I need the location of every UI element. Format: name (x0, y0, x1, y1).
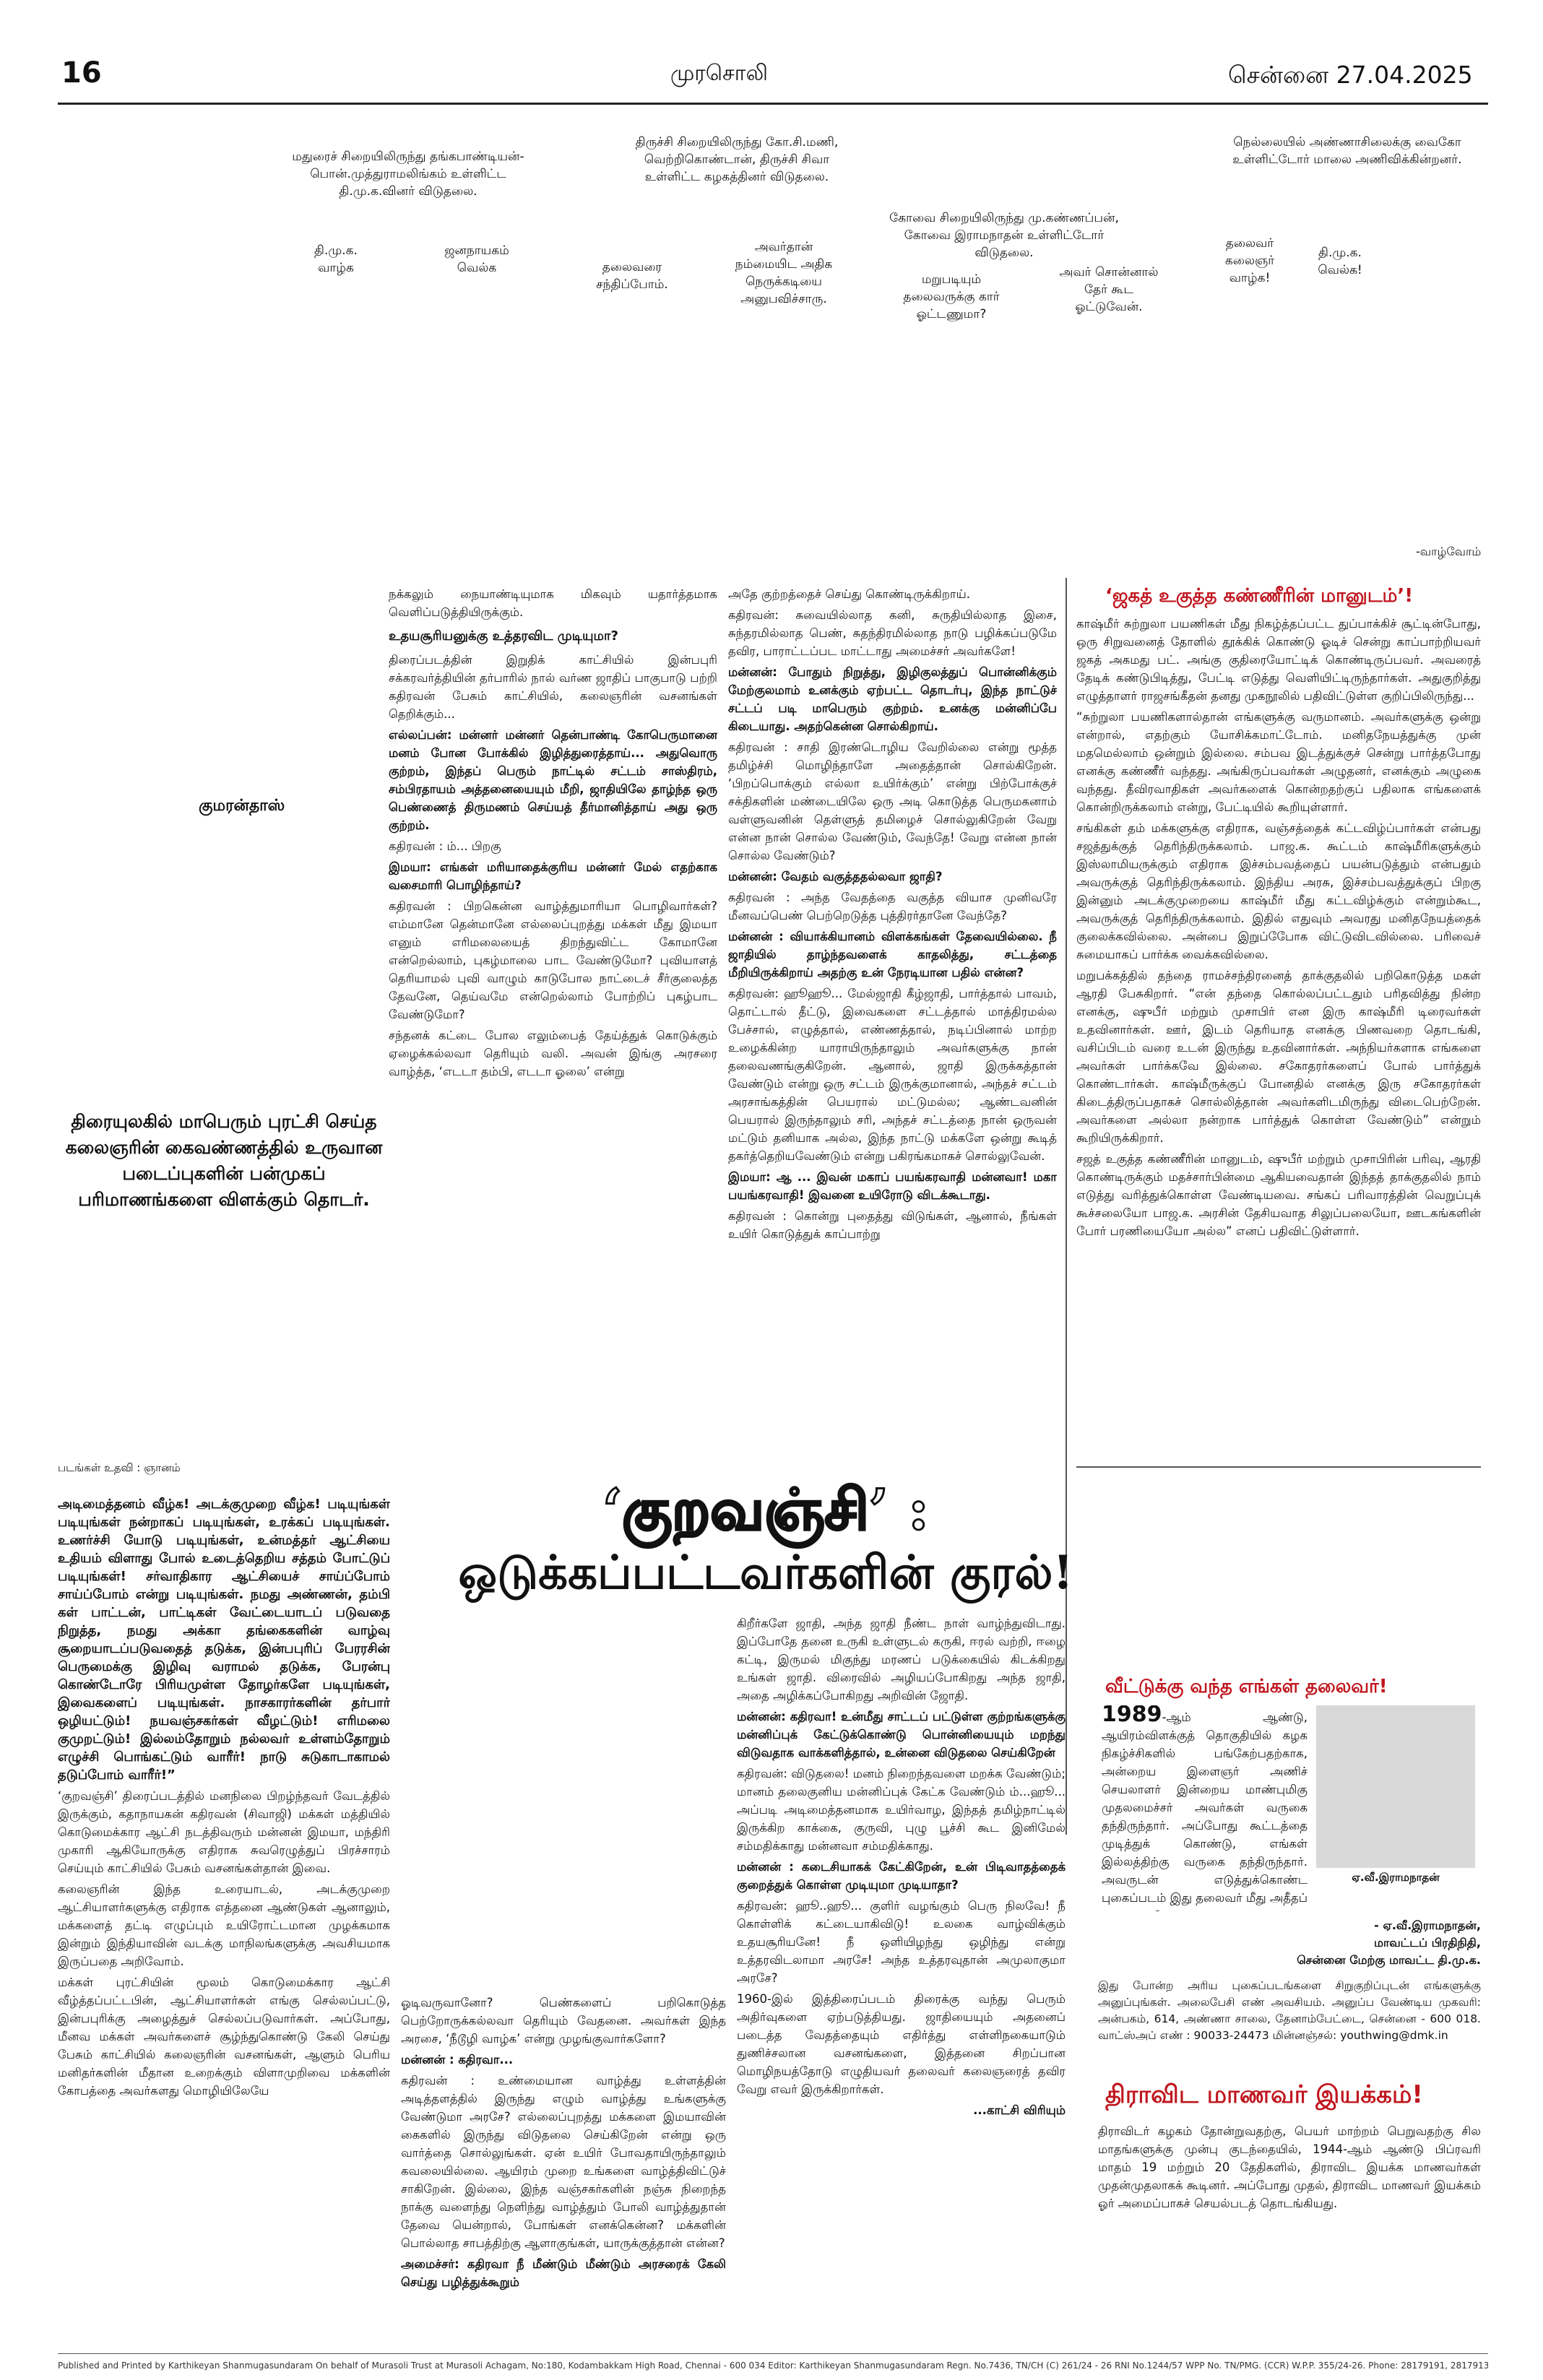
article-column-2: அதே குற்றத்தைச் செய்து கொண்டிருக்கிறாய்.… (728, 587, 1057, 1241)
photo-caption: ஏ.வீ.இராமநாதன் (1352, 1871, 1440, 1884)
continued-note: ...காட்சி விரியும் (973, 2103, 1066, 2117)
side-box-leader-visit: வீட்டுக்கு வந்த எங்கள் தலைவர்! 1989-ஆம் … (1076, 1676, 1481, 2066)
placard-text: தி.மு.க. வாழ்க (314, 243, 358, 275)
article-column-1: நக்கலும் நையாண்டியுமாக மிகவும் யதார்த்தம… (389, 587, 717, 1078)
header-rule (58, 103, 1488, 105)
article-title-part2: ஒடுக்கப்பட்டவர்களின் குரல்! (458, 1546, 1073, 1600)
placard-text: ஜனநாயகம் வெல்க (444, 243, 509, 275)
year-dropcap: 1989 (1102, 1705, 1162, 1727)
placard-text: மறுபடியும் தலைவருக்கு கார் ஓட்டணுமா? (903, 272, 1000, 321)
newspaper-name: முரசொலி (670, 61, 768, 86)
placard-text: அவர் சொன்னால் தேர் கூட ஓட்டுவேன். (1059, 265, 1159, 314)
side-box-title: ‘ஜகத் உகுத்த கண்ணீரின் மானுடம்’! (1105, 585, 1414, 607)
imprint-line: Published and Printed by Karthikeyan Sha… (58, 2360, 1488, 2371)
side-box-sajad: ‘ஜகத் உகுத்த கண்ணீரின் மானுடம்’! காஷ்மீர… (1076, 585, 1481, 1238)
side-box-title: வீட்டுக்கு வந்த எங்கள் தலைவர்! (1105, 1676, 1388, 1697)
photo-caption-trichy: திருச்சி சிறையிலிருந்து கோ.சி.மணி, வெற்ற… (635, 135, 839, 184)
issue-date: சென்னை 27.04.2025 (1228, 61, 1473, 89)
signature-block: - ஏ.வீ.இராமநாதன், மாவட்டப் பிரதிநிதி, செ… (1297, 1918, 1481, 1967)
article-title-part1: ‘குறவஞ்சி’ : (602, 1476, 930, 1544)
box-divider (1076, 1466, 1481, 1468)
section-tag: -வாழ்வோம் (1416, 545, 1482, 558)
article-subhead: உதயசூரியனுக்கு உத்தரவிட முடியுமா? (389, 628, 618, 644)
page-number: 16 (61, 56, 102, 90)
article-column-lead: அடிமைத்தனம் வீழ்க! அடக்குமுறை வீழ்க! படி… (58, 1497, 390, 2098)
article-column-3: ஓடிவருவானோ? பெண்களைப் பறிகொடுத்த பெற்றோர… (401, 1996, 726, 2289)
column-rule (1066, 578, 1067, 1835)
series-intro: திரையுலகில் மாபெரும் புரட்சி செய்த கலைஞர… (65, 1111, 383, 1210)
photo-caption-nellai: நெல்லையில் அண்ணாசிலைக்கு வைகோ உள்ளிட்டோர… (1232, 135, 1462, 167)
photo-caption-madurai: மதுரைச் சிறையிலிருந்து தங்கபாண்டியன்-பொன… (292, 150, 524, 199)
article-column-4: கிறீர்களே ஜாதி, அந்த ஜாதி நீண்ட நாள் வாழ… (737, 1614, 1066, 2340)
side-box-title: திராவிட மாணவர் இயக்கம்! (1105, 2080, 1423, 2109)
submission-note: இது போன்ற அரிய புகைப்படங்களை சிறுகுறிப்ப… (1098, 1979, 1481, 2042)
photo-credit: படங்கள் உதவி : ஞானம் (58, 1461, 181, 1474)
lead-quote: அடிமைத்தனம் வீழ்க! அடக்குமுறை வீழ்க! படி… (58, 1497, 390, 1783)
footer-rule (58, 2353, 1488, 2354)
placard-text: தலைவர் கலைஞர் வாழ்க! (1224, 236, 1275, 285)
author-name: குமரன்தாஸ் (199, 797, 285, 815)
placard-text: தி.மு.க. வெல்க! (1318, 246, 1362, 277)
placard-text: அவர்தான் நம்மையிட அதிக நெருக்கடியை அனுபவ… (735, 240, 833, 306)
portrait-photo (1316, 1705, 1475, 1868)
placard-text: தலைவரை சந்திப்போம். (596, 260, 668, 292)
photo-caption-kovai: கோவை சிறையிலிருந்து மு.கண்ணப்பன், கோவை இ… (889, 211, 1119, 260)
side-box-student-movement: திராவிட மாணவர் இயக்கம்! திராவிடர் கழகம் … (1098, 2080, 1481, 2210)
